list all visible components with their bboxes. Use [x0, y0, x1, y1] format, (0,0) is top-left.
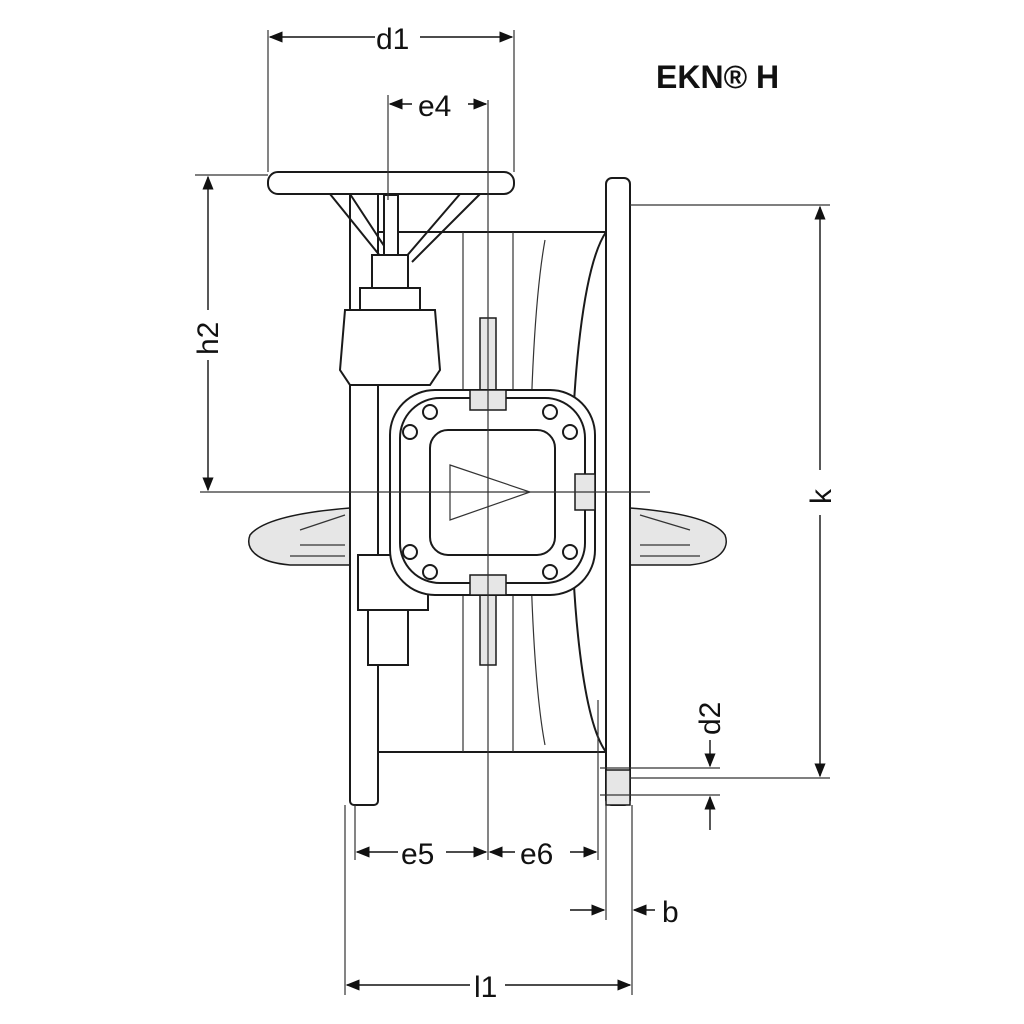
dim-label-h2: h2 — [192, 322, 225, 355]
dim-label-e4: e4 — [418, 90, 451, 123]
flange-bolt-section — [605, 769, 631, 806]
dim-label-e5: e5 — [401, 838, 434, 871]
handwheel — [267, 171, 515, 266]
dim-label-l1: l1 — [474, 971, 497, 1004]
extension-lines — [195, 30, 830, 995]
dim-label-d1: d1 — [376, 23, 409, 56]
dimension-lines — [202, 31, 826, 991]
dim-label-b: b — [662, 896, 679, 929]
product-title: EKN® H — [656, 59, 779, 95]
dim-label-k: k — [805, 488, 838, 504]
left-wing — [248, 507, 351, 566]
dim-label-d2: d2 — [694, 702, 727, 735]
right-wing — [629, 507, 727, 566]
dim-label-e6: e6 — [520, 838, 553, 871]
